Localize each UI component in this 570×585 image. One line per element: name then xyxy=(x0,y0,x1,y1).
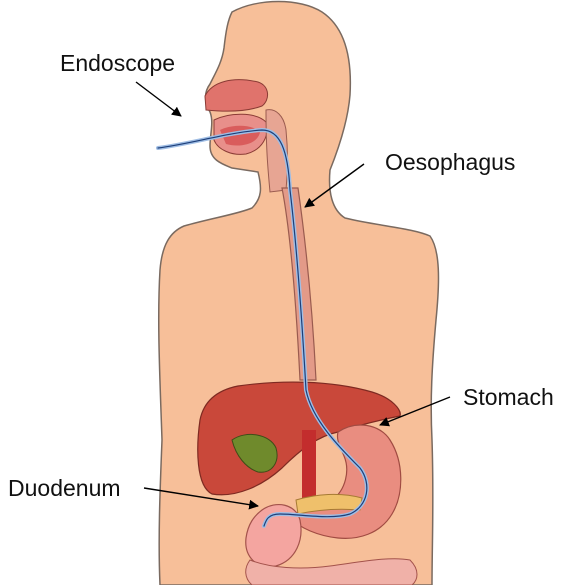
endoscope-arrow xyxy=(136,82,181,116)
oesophagus-label: Oesophagus xyxy=(385,151,515,174)
stomach-label: Stomach xyxy=(463,386,554,409)
endoscope-label: Endoscope xyxy=(60,52,175,75)
duodenum-label: Duodenum xyxy=(8,477,121,500)
